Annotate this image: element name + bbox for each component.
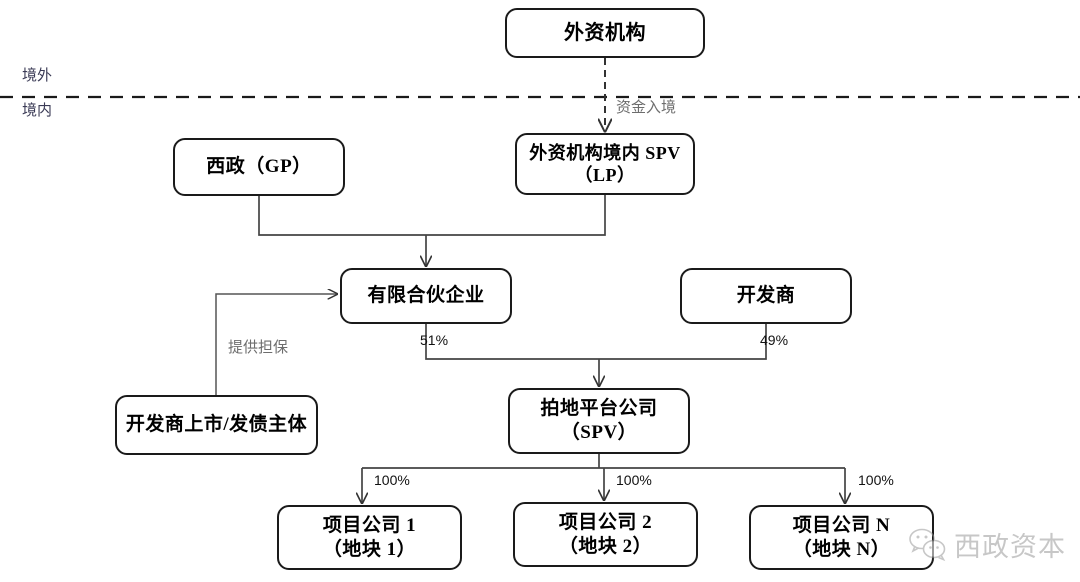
- node-project-company-1-label: 项目公司 1 （地块 1）: [322, 514, 417, 560]
- node-developer-listed-bond-entity[interactable]: 开发商上市/发债主体: [115, 395, 318, 455]
- node-developer-label: 开发商: [736, 285, 796, 307]
- edge-label-provide-guarantee: 提供担保: [228, 340, 289, 356]
- node-land-bidding-platform[interactable]: 拍地平台公司 （SPV）: [508, 388, 690, 454]
- node-developer[interactable]: 开发商: [680, 268, 852, 324]
- edge-51-49-join: [425, 324, 767, 360]
- edge-label-stake-100-project-2: 100%: [616, 472, 652, 488]
- edge-label-stake-100-project-n: 100%: [858, 472, 894, 488]
- node-onshore-spv-lp-label: 外资机构境内 SPV （LP）: [529, 142, 681, 186]
- node-limited-partnership[interactable]: 有限合伙企业: [340, 268, 512, 324]
- edge-platform-bus: [362, 454, 845, 469]
- edge-label-stake-100-project-1: 100%: [374, 472, 410, 488]
- node-project-company-2-label: 项目公司 2 （地块 2）: [558, 511, 653, 557]
- node-limited-partnership-label: 有限合伙企业: [367, 285, 485, 307]
- node-project-company-1[interactable]: 项目公司 1 （地块 1）: [277, 505, 462, 570]
- node-project-company-n[interactable]: 项目公司 N （地块 N）: [749, 505, 934, 570]
- edge-gp-to-lp-join: [258, 195, 606, 236]
- node-onshore-spv-lp[interactable]: 外资机构境内 SPV （LP）: [515, 133, 695, 195]
- node-foreign-institution[interactable]: 外资机构: [505, 8, 705, 58]
- node-land-bidding-platform-label: 拍地平台公司 （SPV）: [540, 398, 658, 443]
- edge-label-stake-51: 51%: [420, 332, 449, 348]
- node-project-company-2[interactable]: 项目公司 2 （地块 2）: [513, 502, 698, 567]
- zone-label-offshore: 境外: [22, 68, 53, 84]
- zone-label-onshore: 境内: [22, 103, 53, 119]
- watermark: 西政资本: [907, 524, 1066, 564]
- node-foreign-institution-label: 外资机构: [564, 21, 646, 44]
- edge-label-stake-49: 49%: [760, 332, 789, 348]
- node-project-company-n-label: 项目公司 N （地块 N）: [792, 514, 891, 560]
- node-gp-label: 西政（GP）: [206, 156, 312, 178]
- watermark-label: 西政资本: [954, 531, 1066, 562]
- node-gp[interactable]: 西政（GP）: [173, 138, 345, 196]
- wechat-icon: [909, 528, 946, 562]
- edge-label-capital-inflow: 资金入境: [616, 100, 677, 116]
- node-developer-listed-bond-entity-label: 开发商上市/发债主体: [125, 414, 308, 436]
